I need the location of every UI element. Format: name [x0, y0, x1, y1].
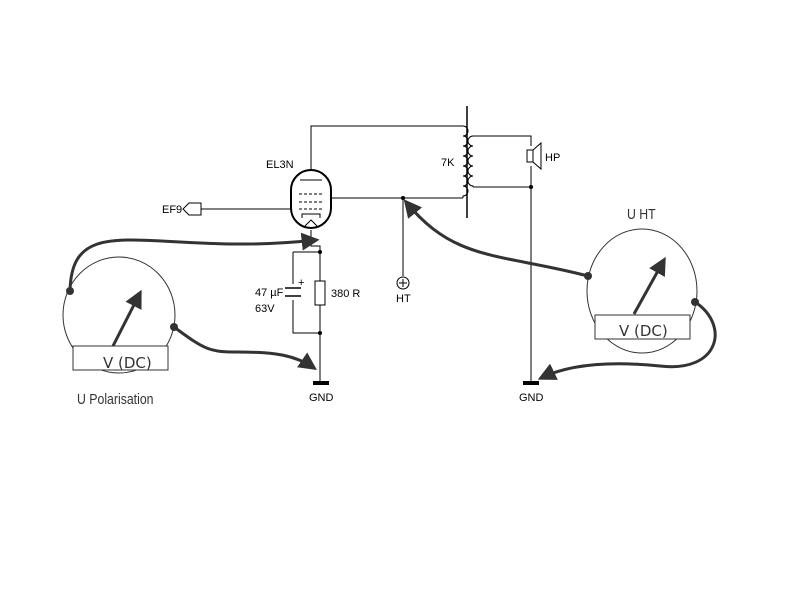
speaker-label: HP [545, 152, 560, 164]
voltmeter-left-caption: U Polarisation [77, 391, 154, 407]
ground-symbol-left [313, 381, 329, 385]
voltmeter-left: V (DC) U Polarisation [62, 256, 176, 407]
lead-left-probe-top [66, 287, 74, 295]
voltmeter-left-scale [72, 345, 169, 371]
lead-right-probe-right [691, 298, 699, 306]
voltmeter-right: V (DC) U HT [586, 206, 698, 354]
gnd-label-right: GND [519, 392, 544, 404]
resistor-symbol [314, 280, 326, 306]
input-label: EF9 [162, 204, 182, 216]
voltmeter-right-caption: U HT [627, 206, 656, 222]
voltmeter-right-needle [632, 256, 666, 315]
test-leads [66, 199, 717, 380]
voltmeter-left-needle [111, 289, 142, 347]
svg-text:+: + [298, 277, 304, 289]
pentode-tube-symbol [290, 169, 332, 229]
gnd-label-left: GND [309, 392, 334, 404]
transformer-label: 7K [441, 157, 455, 169]
lead-right-to-ground [537, 300, 717, 380]
capacitor-voltage-label: 63V [255, 303, 275, 315]
ht-terminal-icon [396, 276, 410, 290]
voltmeter-right-scale [594, 314, 691, 340]
ground-symbol-right [523, 381, 539, 385]
output-transformer-symbol [462, 106, 474, 218]
voltmeter-right-readout: V (DC) [619, 322, 668, 340]
ht-label: HT [396, 293, 411, 305]
lead-right-to-ht [403, 199, 590, 278]
capacitor-symbol: + [285, 277, 304, 297]
lead-left-to-ground [172, 325, 317, 371]
input-connector-icon [182, 202, 202, 216]
tube-label: EL3N [266, 159, 294, 171]
junction-dots [318, 185, 533, 335]
lead-left-probe-right [170, 323, 178, 331]
speaker-icon [526, 141, 542, 171]
lead-left-to-cathode [68, 232, 320, 293]
capacitor-value-label: 47 µF [255, 287, 284, 299]
voltmeter-left-readout: V (DC) [103, 354, 152, 372]
resistor-label: 380 R [331, 288, 360, 300]
lead-right-probe-left [584, 272, 592, 280]
